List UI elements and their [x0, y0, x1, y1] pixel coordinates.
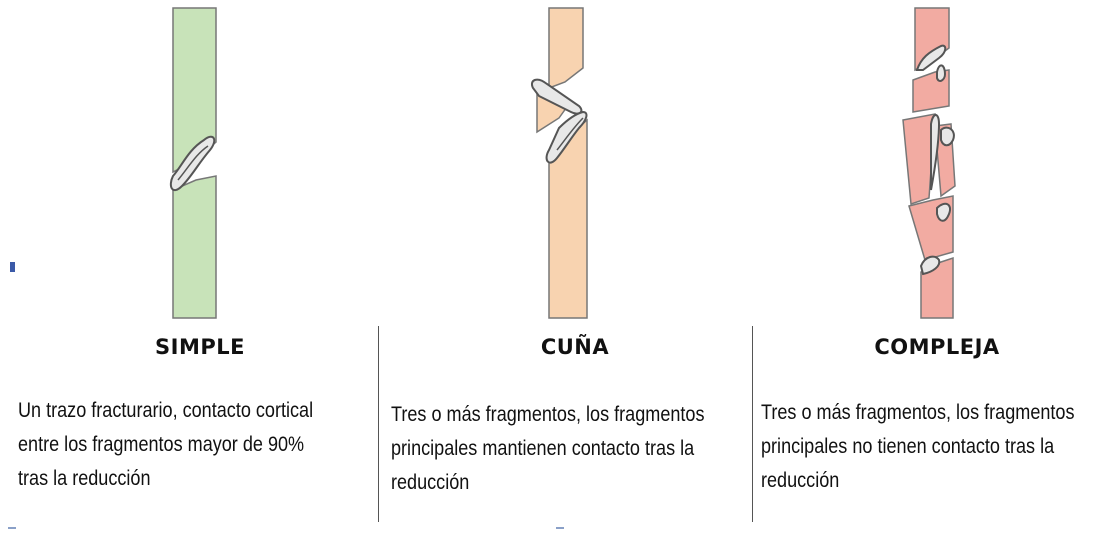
panel-compleja: COMPLEJA Tres o más fragmentos, los frag… [753, 0, 1096, 534]
panel-title: COMPLEJA [874, 335, 1000, 359]
panel-description: Tres o más fragmentos, los fragmentos pr… [761, 396, 1096, 498]
panel-cuna: CUÑA Tres o más fragmentos, los fragment… [379, 0, 752, 534]
description-line: tras la reducción [18, 467, 151, 490]
side-marker [10, 262, 15, 272]
complex-fracture-illustration [902, 7, 956, 319]
panel-description: Un trazo fracturario, contacto cortical … [18, 394, 362, 496]
fragment-edge-6 [919, 255, 941, 276]
fragment-edge-3 [930, 114, 941, 191]
description-line: reducción [761, 469, 840, 492]
description-line: principales no tienen contacto tras la [761, 435, 1055, 458]
simple-fracture-illustration [169, 7, 217, 319]
fragment-edge-5 [936, 202, 951, 222]
bone-fragment-3 [902, 113, 936, 206]
simple-bone [169, 7, 217, 319]
fragment-edge-2 [936, 64, 947, 82]
bottom-tick [8, 527, 16, 529]
divider-left [378, 326, 379, 522]
description-line: Un trazo fracturario, contacto cortical [18, 399, 314, 422]
divider-right [752, 326, 753, 522]
wedge-fracture-line-upper [531, 78, 583, 115]
fragment-edge-1 [915, 44, 947, 71]
panel-description: Tres o más fragmentos, los fragmentos pr… [391, 398, 735, 500]
wedge-fracture-illustration [531, 7, 588, 319]
fragment-edge-4 [940, 126, 955, 147]
panel-simple: SIMPLE Un trazo fracturario, contacto co… [0, 0, 378, 534]
description-line: Tres o más fragmentos, los fragmentos [391, 403, 705, 426]
panel-title: SIMPLE [155, 335, 245, 359]
panel-title: CUÑA [540, 335, 610, 359]
description-line: entre los fragmentos mayor de 90% [18, 433, 305, 456]
description-line: Tres o más fragmentos, los fragmentos [761, 401, 1075, 424]
description-line: principales mantienen contacto tras la [391, 437, 695, 460]
wedge-bone [531, 7, 588, 319]
complex-bone [902, 7, 956, 319]
bottom-tick [556, 527, 564, 529]
description-line: reducción [391, 471, 470, 494]
upper-bone-fragment [548, 7, 584, 90]
lower-bone-fragment [172, 175, 217, 319]
